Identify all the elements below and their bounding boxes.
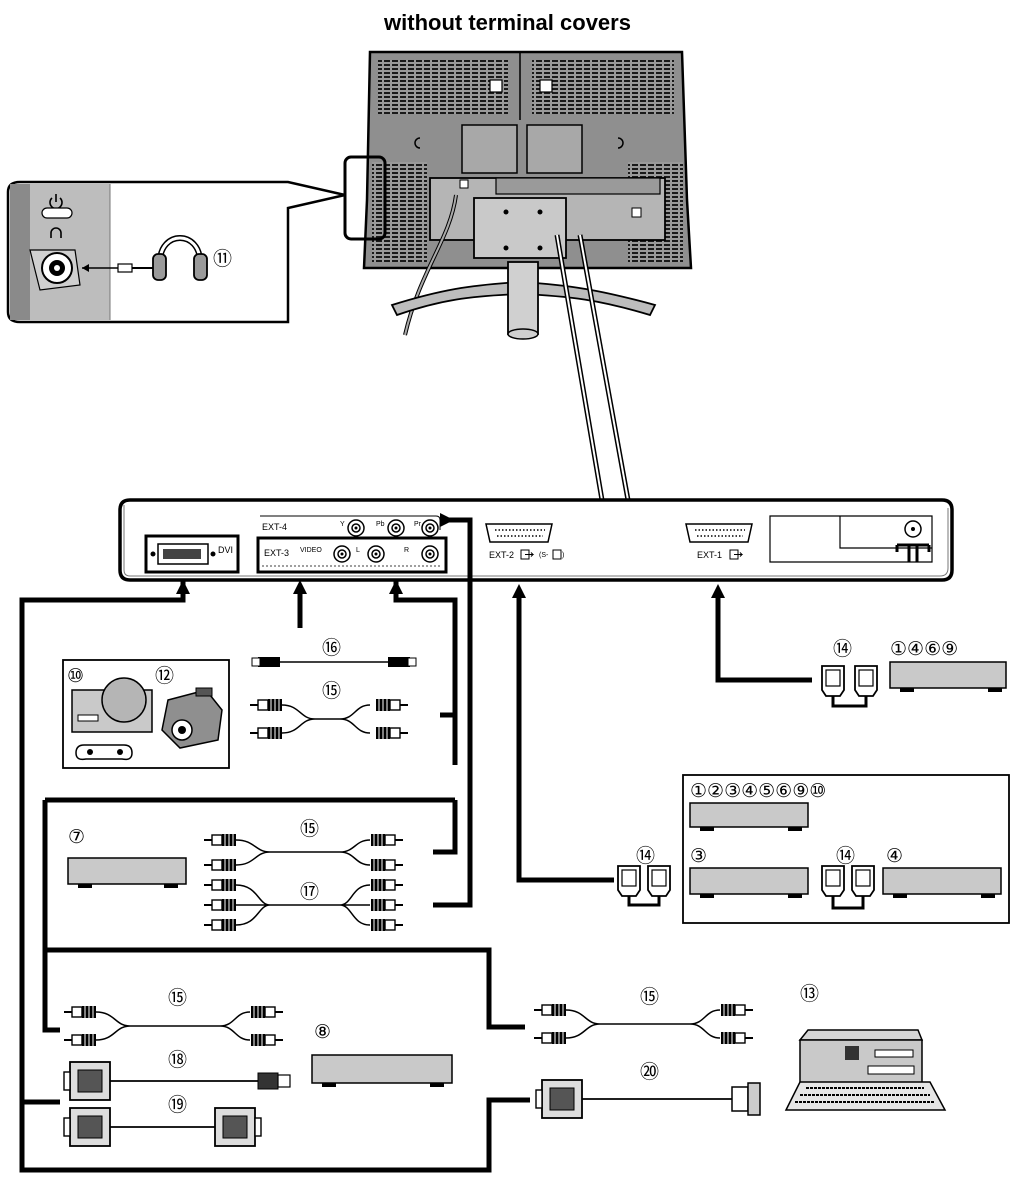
ext1-devices-callout: ①④⑥⑨	[890, 638, 958, 660]
headphone-jack-icon	[50, 227, 62, 238]
dvi-port: DVI	[144, 534, 240, 574]
ext3-label: EXT-3	[264, 548, 289, 558]
dvi-dvi-cable: ⑲	[63, 1094, 262, 1147]
ext1-label: EXT-1	[697, 550, 722, 560]
scart-cable-between-callout: ⑭	[836, 845, 855, 867]
ext2-label: EXT-2	[489, 550, 514, 560]
ext2-scart-cable: ⑭	[617, 845, 671, 907]
ext3-av-ports: EXT-3 VIDEO L R	[256, 536, 448, 574]
s-video-input-icon: )	[552, 549, 564, 560]
game-console-callout: ⑩	[67, 665, 84, 687]
video-cable-callout: ⑯	[322, 637, 341, 659]
ext3-l-jack	[367, 545, 385, 563]
antenna-terminal-icon	[895, 520, 931, 562]
ext1-device: ⑭ ①④⑥⑨	[821, 638, 1007, 708]
headphones-icon	[152, 235, 208, 281]
camcorder-icon	[161, 687, 223, 749]
ext3-l-label: L	[356, 547, 360, 554]
camcorder-callout: ⑫	[155, 665, 174, 687]
game-camcorder-box: ⑩ ⑫	[62, 659, 230, 769]
ext3-r-jack	[421, 545, 439, 563]
ext1-scart-port: EXT-1	[685, 523, 753, 560]
audio-cable-top: ⑮	[249, 680, 409, 740]
ext3-video-label: VIDEO	[300, 547, 322, 554]
pc-callout: ⑬	[800, 983, 819, 1005]
device-4-callout: ④	[886, 845, 903, 867]
tv-back-view	[343, 50, 693, 340]
ext4-pb-label: Pb	[376, 521, 385, 528]
dvi-hdmi-cable: ⑱	[63, 1049, 291, 1101]
component-device-callout: ⑦	[68, 826, 85, 848]
dvi-vga-cable: ⑳	[535, 1061, 761, 1119]
ext3-video-jack	[333, 545, 351, 563]
audio-cable-pc-callout: ⑮	[640, 986, 659, 1008]
ext4-pr-label: Pr	[414, 521, 422, 528]
component-cable: ⑰	[203, 878, 404, 932]
component-cable-callout: ⑰	[300, 881, 319, 903]
terminal-panel: DVI EXT-4 Y Pb Pr EXT-3 VIDEO L R	[118, 498, 954, 582]
audio-cable-low-callout: ⑮	[168, 987, 187, 1009]
scart-cable-ext2-callout: ⑭	[636, 845, 655, 867]
audio-cable-mid-callout: ⑮	[300, 818, 319, 840]
ext2-sub-label: (S-	[539, 552, 549, 559]
audio-cable-low: ⑮	[63, 987, 284, 1047]
ext4-pb-jack	[387, 519, 405, 537]
audio-cable-pc: ⑮	[533, 986, 754, 1045]
audio-cable-mid: ⑮	[203, 818, 404, 872]
dvi-label: DVI	[218, 545, 233, 555]
ext4-y-jack	[347, 519, 365, 537]
input-output-icon	[729, 549, 744, 560]
dvi-dvi-cable-callout: ⑲	[168, 1094, 187, 1116]
component-device: ⑦	[67, 826, 187, 888]
ext3-r-label: R	[404, 547, 409, 554]
device-3-callout: ③	[690, 845, 707, 867]
ext2-device-box: ①②③④⑤⑥⑨⑩ ③ ⑭ ④	[682, 774, 1010, 924]
game-console-icon	[71, 677, 153, 761]
computer-icon	[784, 1029, 947, 1111]
audio-cable-top-callout: ⑮	[322, 680, 341, 702]
diagram-title: without terminal covers	[384, 10, 631, 35]
connection-lines	[19, 517, 812, 1173]
ext4-y-label: Y	[340, 521, 345, 528]
svg-text:): )	[562, 552, 564, 559]
ext2-scart-port: EXT-2 (S- )	[485, 523, 564, 560]
video-cable: ⑯	[251, 637, 417, 667]
scart-cable-top-callout: ⑭	[833, 638, 852, 660]
dvi-device: ⑧	[311, 1021, 453, 1087]
arrowheads	[176, 513, 725, 598]
headphones-callout: ⑪	[213, 248, 232, 270]
dvi-hdmi-cable-callout: ⑱	[168, 1049, 187, 1071]
pc: ⑬	[784, 983, 947, 1111]
ext2-devices-callout: ①②③④⑤⑥⑨⑩	[690, 780, 826, 802]
ext4-pr-jack	[421, 519, 439, 537]
headphone-inset: ⑪	[6, 180, 346, 324]
ext4-label: EXT-4	[262, 522, 287, 532]
dvi-vga-cable-callout: ⑳	[640, 1061, 659, 1083]
dvi-device-callout: ⑧	[314, 1021, 331, 1043]
headphone-jack	[29, 249, 81, 291]
input-output-icon	[520, 549, 535, 560]
